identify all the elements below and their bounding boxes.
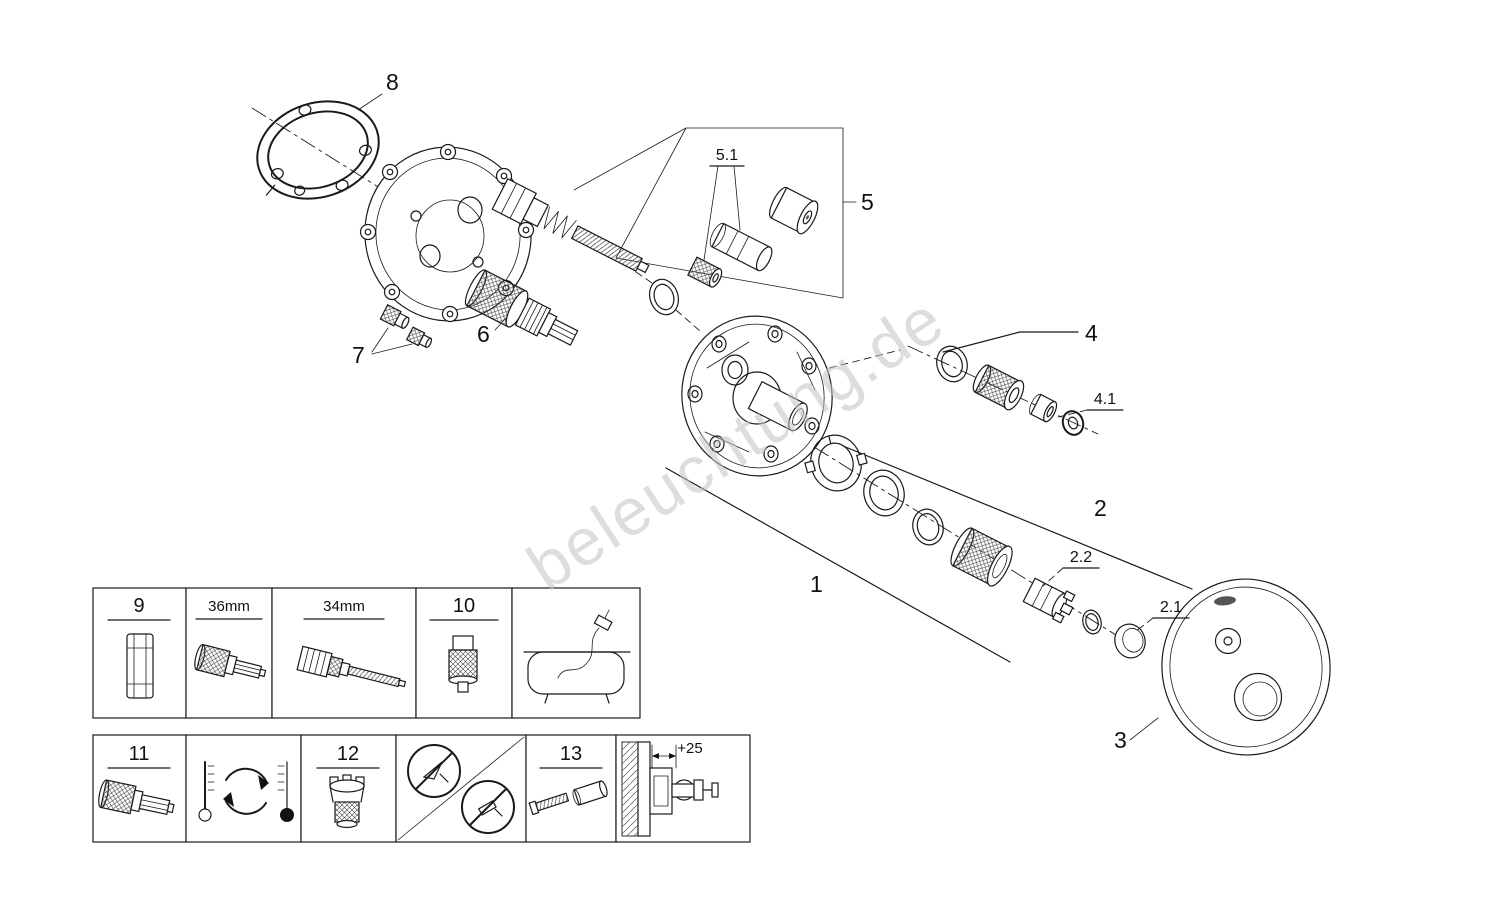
part-label-4-1: 4.1 (1094, 391, 1116, 408)
part-2-spacer-ring (863, 469, 905, 517)
part-3-escutcheon (1161, 578, 1331, 756)
part-6-cartridge (464, 269, 579, 346)
adapter-11-icon (98, 779, 175, 816)
part-2-2-extension (1022, 577, 1076, 624)
part-label-5: 5 (861, 189, 874, 215)
brand-logo-oval (1214, 596, 1236, 606)
part-2-1-cap (1114, 623, 1146, 659)
part-4-washer (1029, 393, 1058, 423)
adapter-36mm-icon (194, 643, 267, 679)
cartridge-34mm-icon (296, 645, 407, 688)
part-4-1-check-valve (1061, 410, 1085, 436)
plate-outlet-pipe (747, 380, 808, 432)
wall-section-icon (621, 741, 719, 837)
leader-line-3 (1129, 717, 1159, 741)
spring-coil (543, 206, 577, 239)
thermometer-left-icon (198, 761, 215, 822)
part-label-6: 6 (477, 321, 490, 347)
part-4-fitting (972, 364, 1025, 411)
bathtub-icon (523, 609, 631, 704)
thermometer-right-icon (277, 761, 294, 822)
leader-line-6 (494, 317, 507, 331)
part-label-2-2: 2.2 (1070, 549, 1092, 566)
no-tiling-icon (397, 736, 525, 841)
part-label-3: 3 (1114, 727, 1127, 753)
part-2-thin-o-ring (1082, 609, 1102, 635)
mounting-key-icon (329, 774, 365, 829)
part-label-8: 8 (386, 69, 399, 95)
part-4-o-ring (936, 345, 968, 383)
dim-label-36mm: 36mm (208, 598, 250, 615)
small-adapter-icon (448, 635, 478, 693)
legend-label-11: 11 (129, 743, 150, 765)
temperature-cycle-icon (198, 761, 294, 822)
legend-label-12: 12 (337, 743, 359, 765)
part-7-screws (371, 303, 433, 355)
extension-pins-icon (528, 780, 608, 816)
part-labels: 8 7 6 5 5.1 4 4.1 1 2 2.2 2.1 3 9 36mm 3… (129, 69, 1190, 765)
legend-row-1 (92, 587, 641, 719)
part-8-gasket (256, 100, 380, 200)
part-label-1: 1 (810, 571, 823, 597)
legend-label-13: 13 (560, 743, 582, 765)
wall-offset-label: +25 (677, 740, 702, 757)
part-label-2-1: 2.1 (1160, 599, 1182, 616)
part-2-knurled-sleeve (950, 527, 1013, 587)
part-5-cap (768, 186, 819, 235)
thermostat-spindle (491, 178, 650, 274)
part-label-2: 2 (1094, 495, 1107, 521)
legend-box-bathtub (511, 587, 641, 719)
part-5-group-box (573, 127, 857, 299)
group-bracket-lines (665, 331, 1193, 663)
part-label-7: 7 (352, 342, 365, 368)
part-5-o-ring (648, 278, 680, 316)
legend-box-thermo (185, 734, 302, 843)
dim-label-34mm: 34mm (323, 598, 365, 615)
part-2-o-ring (912, 508, 944, 546)
part-label-4: 4 (1085, 320, 1098, 346)
legend-row-2 (92, 734, 751, 843)
part-label-5-1: 5.1 (716, 147, 738, 164)
legend-label-9: 9 (133, 595, 144, 617)
part-5-nut (687, 256, 723, 288)
legend-label-10: 10 (453, 595, 475, 617)
leader-line-8 (357, 93, 383, 111)
part-1-lock-ring (804, 434, 868, 492)
sleeve-icon (126, 633, 154, 699)
legend-box-34mm (271, 587, 417, 719)
part-5-sleeve (709, 222, 773, 272)
mounting-plate (681, 315, 833, 477)
